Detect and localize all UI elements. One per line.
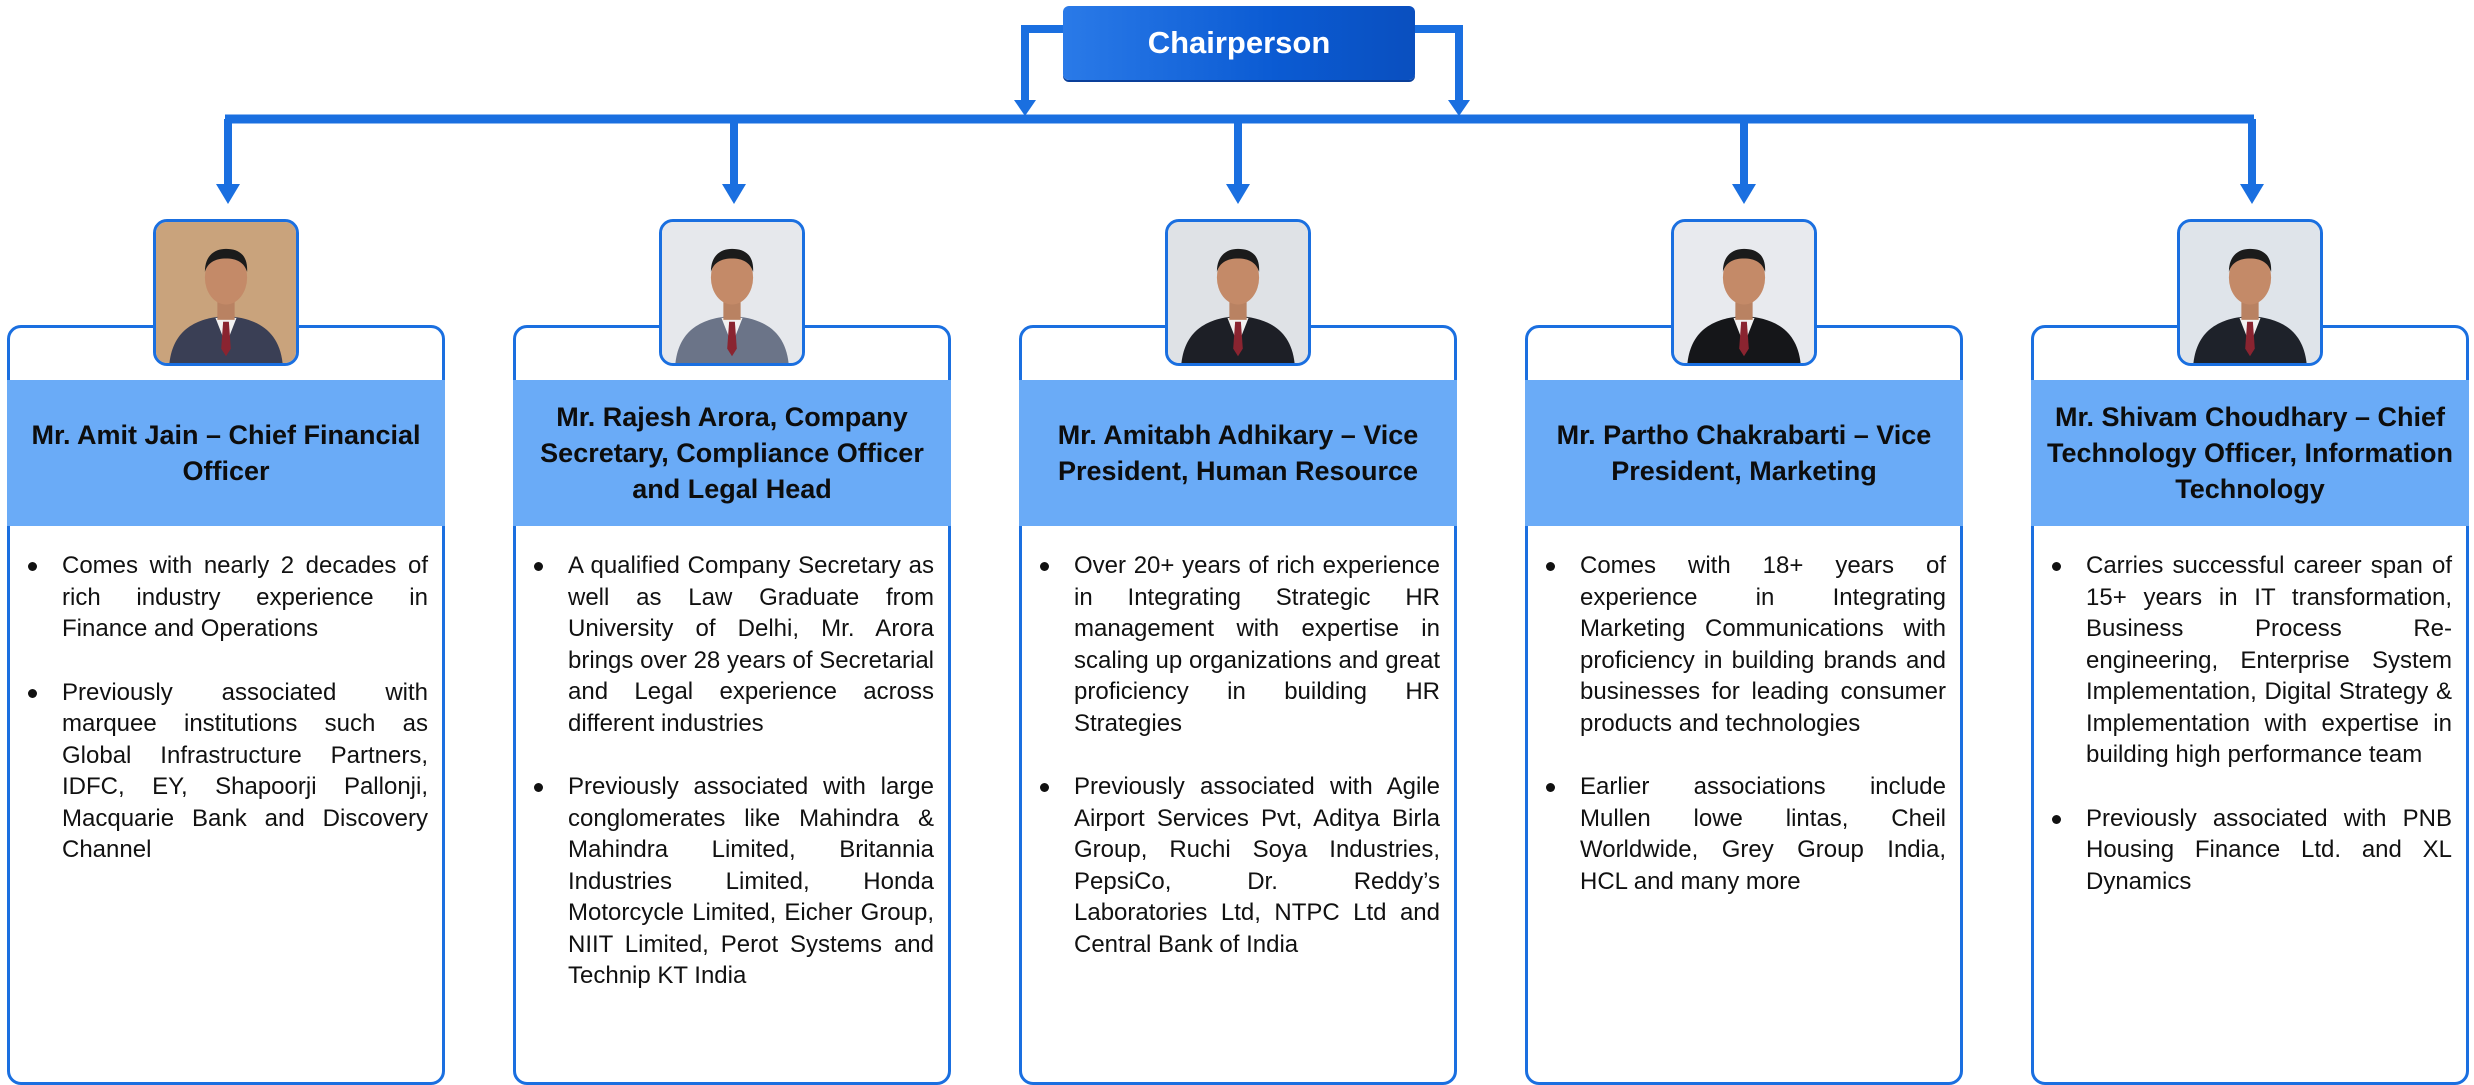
bullet-item: Previously associated with PNB Housing F… xyxy=(2048,803,2452,898)
chair-left-arrowhead xyxy=(1014,100,1036,116)
member-bullets: Carries successful career span of 15+ ye… xyxy=(2048,550,2452,929)
portrait-illustration xyxy=(2180,222,2320,363)
member-card: Mr. Amitabh Adhikary – Vice President, H… xyxy=(1019,325,1457,1085)
bullet-item: Comes with nearly 2 decades of rich indu… xyxy=(24,550,428,645)
member-title: Mr. Amit Jain – Chief Financial Officer xyxy=(7,380,445,526)
bullet-item: A qualified Company Secretary as well as… xyxy=(530,550,934,739)
chairperson-box: Chairperson xyxy=(1063,6,1415,80)
drop-arrowhead-3 xyxy=(1226,184,1250,204)
portrait-photo xyxy=(2177,219,2323,366)
member-bullets: Comes with 18+ years of experience in In… xyxy=(1542,550,1946,929)
bullet-item: Comes with 18+ years of experience in In… xyxy=(1542,550,1946,739)
drop-arrowhead-5 xyxy=(2240,184,2264,204)
bullet-item: Carries successful career span of 15+ ye… xyxy=(2048,550,2452,771)
drop-arrowhead-1 xyxy=(216,184,240,204)
member-card: Mr. Rajesh Arora, Company Secretary, Com… xyxy=(513,325,951,1085)
drop-arrowhead-4 xyxy=(1732,184,1756,204)
drop-arrowhead-2 xyxy=(722,184,746,204)
portrait-illustration xyxy=(662,222,802,363)
chairperson-label: Chairperson xyxy=(1147,25,1331,60)
portrait-photo xyxy=(1165,219,1311,366)
chair-right-arrowhead xyxy=(1448,100,1470,116)
chair-right-connector xyxy=(1415,25,1463,108)
member-card: Mr. Shivam Choudhary – Chief Technology … xyxy=(2031,325,2469,1085)
portrait-illustration xyxy=(1674,222,1814,363)
chair-left-connector xyxy=(1021,25,1063,108)
member-bullets: Comes with nearly 2 decades of rich indu… xyxy=(24,550,428,898)
member-title: Mr. Rajesh Arora, Company Secretary, Com… xyxy=(513,380,951,526)
member-title: Mr. Shivam Choudhary – Chief Technology … xyxy=(2031,380,2469,526)
portrait-illustration xyxy=(1168,222,1308,363)
member-bullets: A qualified Company Secretary as well as… xyxy=(530,550,934,1024)
member-title: Mr. Amitabh Adhikary – Vice President, H… xyxy=(1019,380,1457,526)
bullet-item: Previously associated with marquee insti… xyxy=(24,677,428,866)
portrait-photo xyxy=(1671,219,1817,366)
member-bullets: Over 20+ years of rich experience in Int… xyxy=(1036,550,1440,992)
bullet-item: Previously associated with Agile Airport… xyxy=(1036,771,1440,960)
portrait-photo xyxy=(659,219,805,366)
bullet-item: Over 20+ years of rich experience in Int… xyxy=(1036,550,1440,739)
member-card: Mr. Partho Chakrabarti – Vice President,… xyxy=(1525,325,1963,1085)
bullet-item: Earlier associations include Mullen lowe… xyxy=(1542,771,1946,897)
portrait-photo xyxy=(153,219,299,366)
bullet-item: Previously associated with large conglom… xyxy=(530,771,934,992)
portrait-illustration xyxy=(156,222,296,363)
member-title: Mr. Partho Chakrabarti – Vice President,… xyxy=(1525,380,1963,526)
